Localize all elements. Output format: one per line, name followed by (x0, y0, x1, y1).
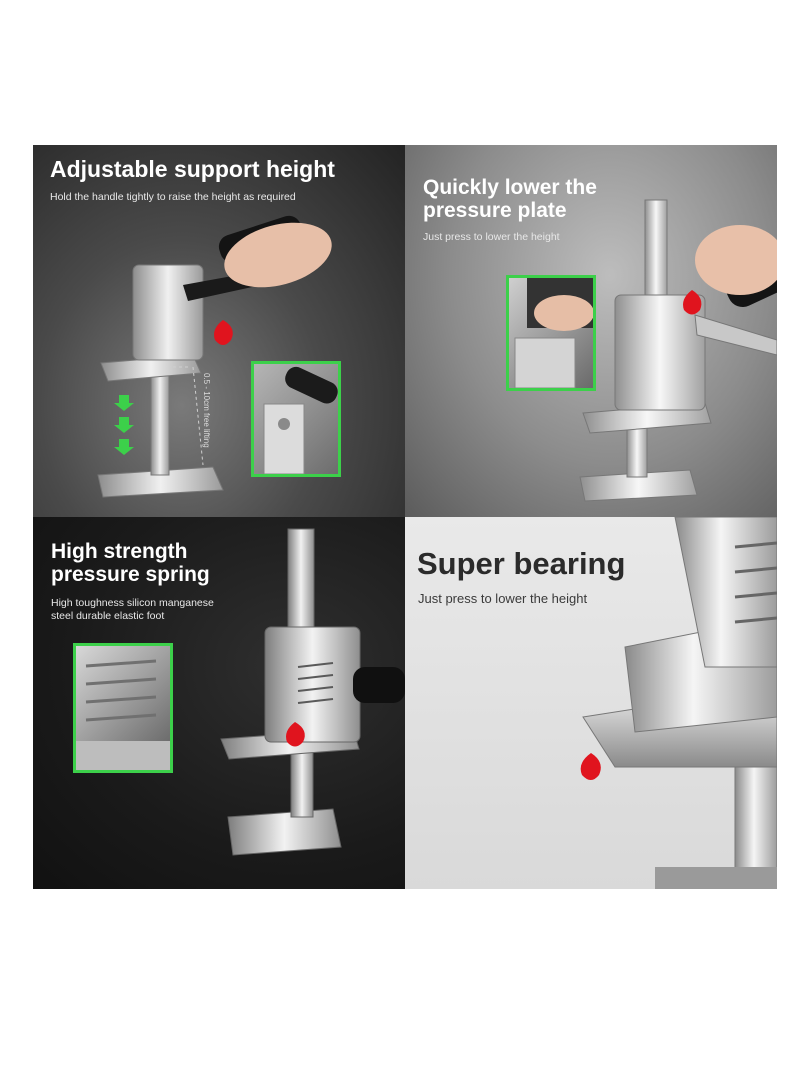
panel-title: Super bearing (417, 546, 626, 581)
panel-title: Adjustable support height (50, 156, 335, 182)
panel-title: Quickly lower the pressure plate (423, 176, 597, 222)
panel-pressure-spring: High strength pressure spring High tough… (33, 517, 405, 889)
panel-title-line-2: pressure plate (423, 198, 567, 222)
panel-subtitle: Just press to lower the height (423, 231, 560, 243)
lifter-illustration (97, 215, 332, 498)
panel-subtitle: Hold the handle tightly to raise the hei… (50, 191, 296, 203)
inset-handle-closeup (251, 361, 341, 477)
panel-adjustable-height: Adjustable support height Hold the handl… (33, 145, 405, 517)
inset-spring-closeup (73, 643, 173, 773)
panel-title: High strength pressure spring (51, 540, 210, 586)
inset-press-closeup (506, 275, 596, 391)
panel-super-bearing: Super bearing Just press to lower the he… (405, 517, 777, 889)
lifter-illustration (220, 528, 405, 856)
panel-title-line-2: pressure spring (51, 562, 210, 586)
feature-grid: Adjustable support height Hold the handl… (33, 145, 777, 889)
lift-range-label: 0.5 - 10cm free lifting (202, 373, 211, 448)
panel-subtitle: High toughness silicon manganese steel d… (51, 597, 214, 623)
lifter-closeup-illustration (580, 517, 777, 889)
lifter-illustration (579, 199, 777, 502)
panel-title-line-1: High strength (51, 540, 188, 563)
panel-title-line-1: Quickly lower the (423, 176, 597, 199)
panel-subtitle-line-1: High toughness silicon manganese (51, 597, 214, 609)
panel-lower-pressure-plate: Quickly lower the pressure plate Just pr… (405, 145, 777, 517)
panel-subtitle: Just press to lower the height (418, 591, 588, 606)
panel-subtitle-line-2: steel durable elastic foot (51, 610, 165, 623)
